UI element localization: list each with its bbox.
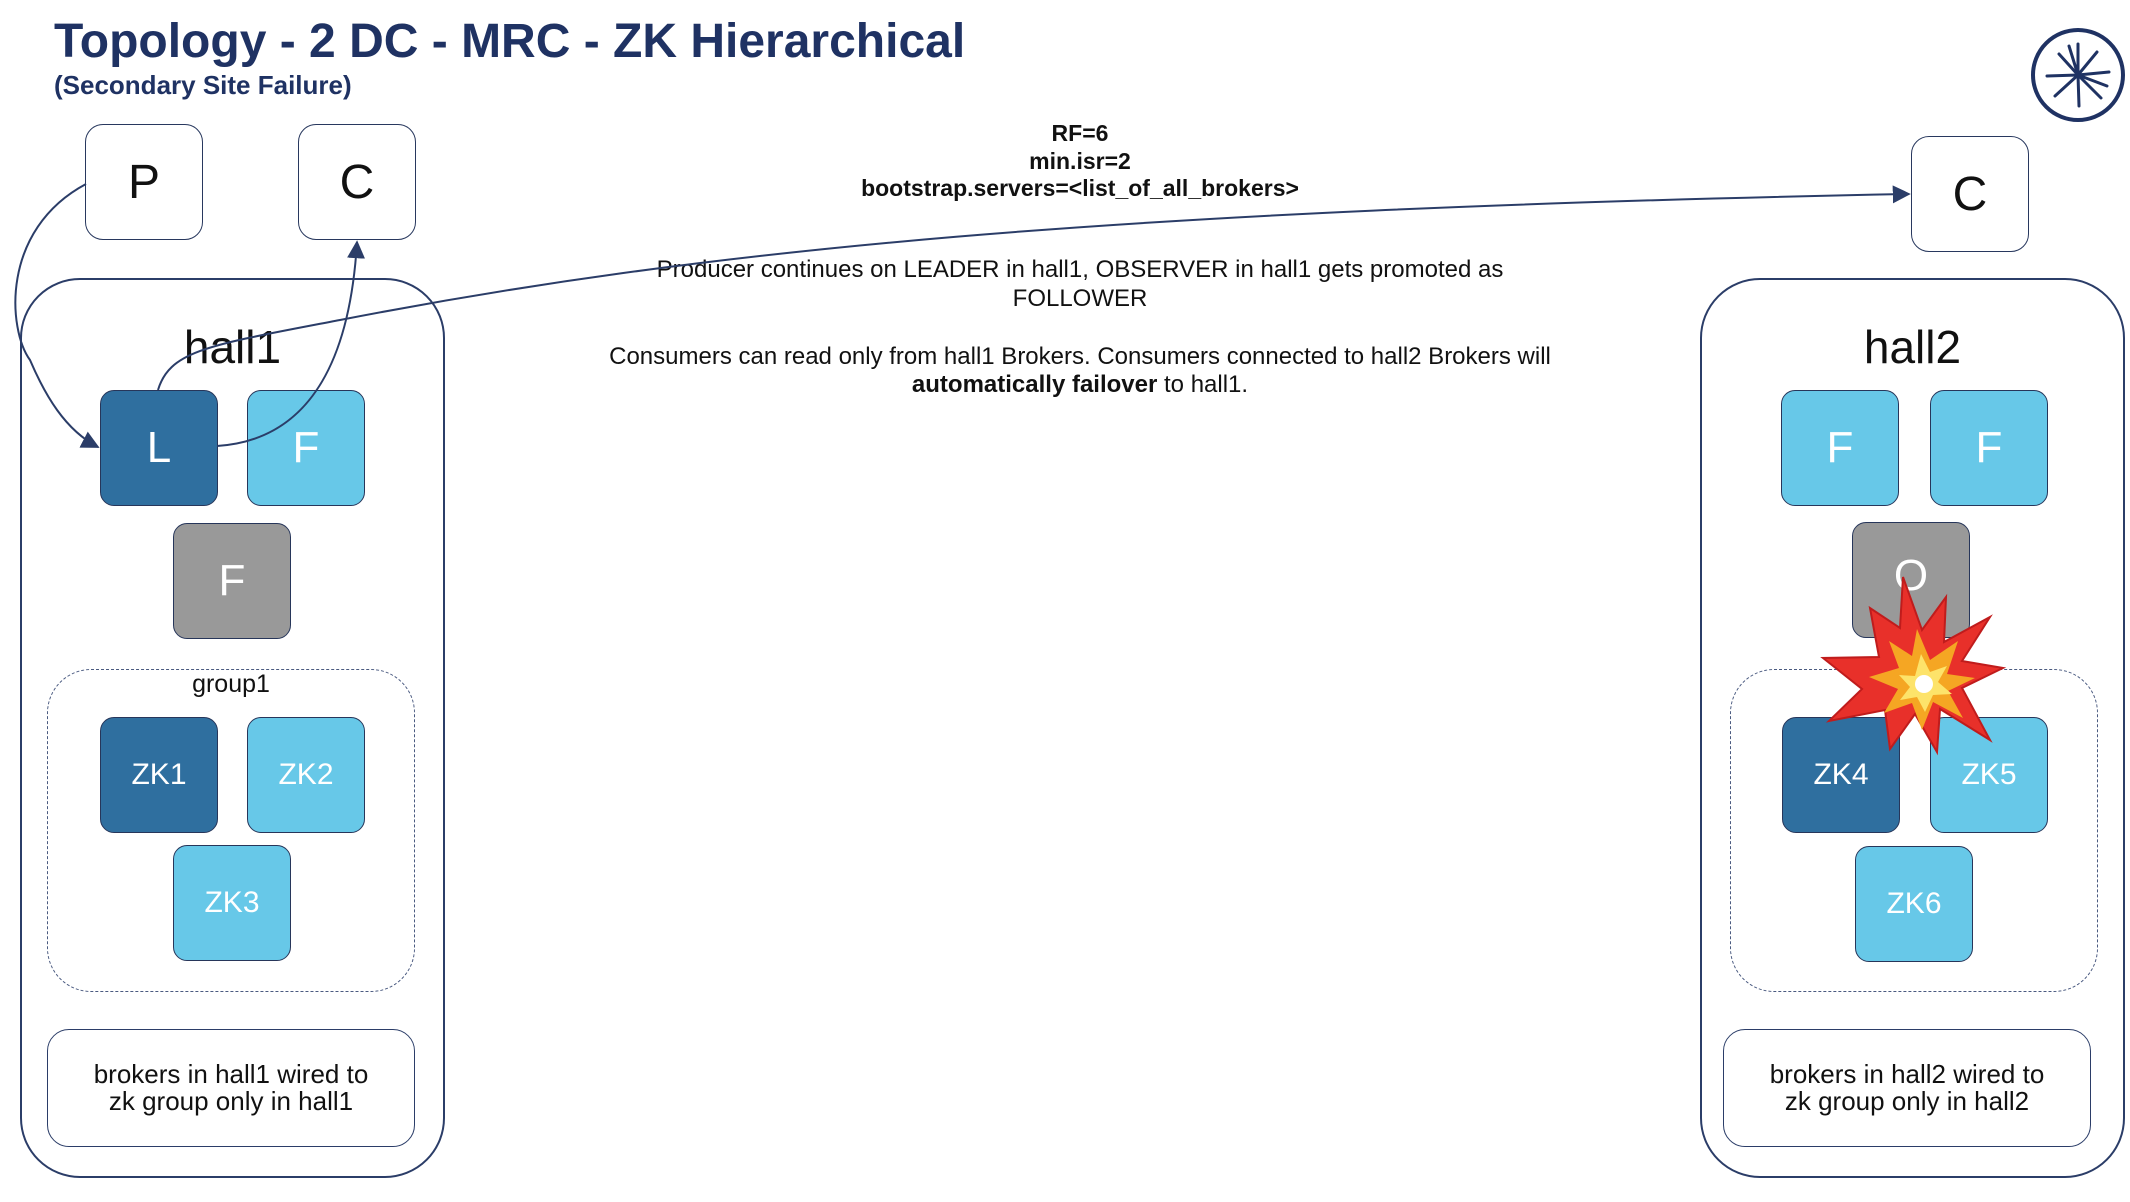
consumer-hall1-box: C (298, 124, 416, 240)
min-isr-text: min.isr=2 (1029, 147, 1131, 174)
hall2-group-label: g (1873, 670, 1887, 698)
consumer-hall2-box: C (1911, 136, 2029, 252)
zk6-node: ZK6 (1855, 846, 1973, 962)
hall2-follower-broker-2: F (1930, 390, 2048, 506)
zk3-node: ZK3 (173, 845, 291, 961)
zk1-node: ZK1 (100, 717, 218, 833)
producer-client-box: P (85, 124, 203, 240)
hall1-note-line1: brokers in hall1 wired to (93, 1058, 369, 1089)
rf-text: RF=6 (1051, 120, 1109, 146)
replication-config: RF=6 min.isr=2 bootstrap.servers=<list_o… (780, 120, 1380, 203)
hall2-note-line1: brokers in hall2 wired to (1769, 1058, 2045, 1089)
zk2-node: ZK2 (247, 717, 365, 833)
desc-line4: automatically failover to hall1. (540, 371, 1620, 400)
hall1-group-label: group1 (192, 670, 270, 698)
desc-line2: FOLLOWER (1012, 284, 1148, 312)
hall2-title: hall2 (1863, 321, 1962, 373)
hall1-follower-broker-1: F (247, 390, 365, 506)
confluent-logo-icon (2031, 28, 2125, 122)
failover-description: Producer continues on LEADER in hall1, O… (540, 256, 1620, 400)
zk5-node: ZK5 (1930, 717, 2048, 833)
zk4-node: ZK4 (1782, 717, 1900, 833)
consumer-hall2-label: C (1952, 167, 1988, 221)
desc-line1: Producer continues on LEADER in hall1, O… (656, 256, 1504, 283)
hall2-observer-broker: O (1852, 522, 1970, 638)
hall1-title: hall1 (183, 321, 282, 373)
desc-line3: Consumers can read only from hall1 Broke… (609, 342, 1551, 370)
page-subtitle: (Secondary Site Failure) (54, 70, 352, 100)
bootstrap-text: bootstrap.servers=<list_of_all_brokers> (861, 175, 1299, 202)
producer-label: P (127, 155, 160, 209)
desc-line4-rest: to hall1. (1157, 371, 1249, 399)
desc-line4-bold: automatically failover (911, 371, 1158, 399)
consumer-hall1-label: C (339, 155, 375, 209)
hall1-follower-broker-2: F (173, 523, 291, 639)
hall2-follower-broker-1: F (1781, 390, 1899, 506)
page-title: Topology - 2 DC - MRC - ZK Hierarchical (54, 15, 966, 68)
hall1-leader-broker: L (100, 390, 218, 506)
hall2-note-line2: zk group only in hall2 (1784, 1086, 2030, 1116)
hall1-note-line2: zk group only in hall1 (108, 1086, 354, 1116)
hall1-zk-group (47, 669, 415, 992)
